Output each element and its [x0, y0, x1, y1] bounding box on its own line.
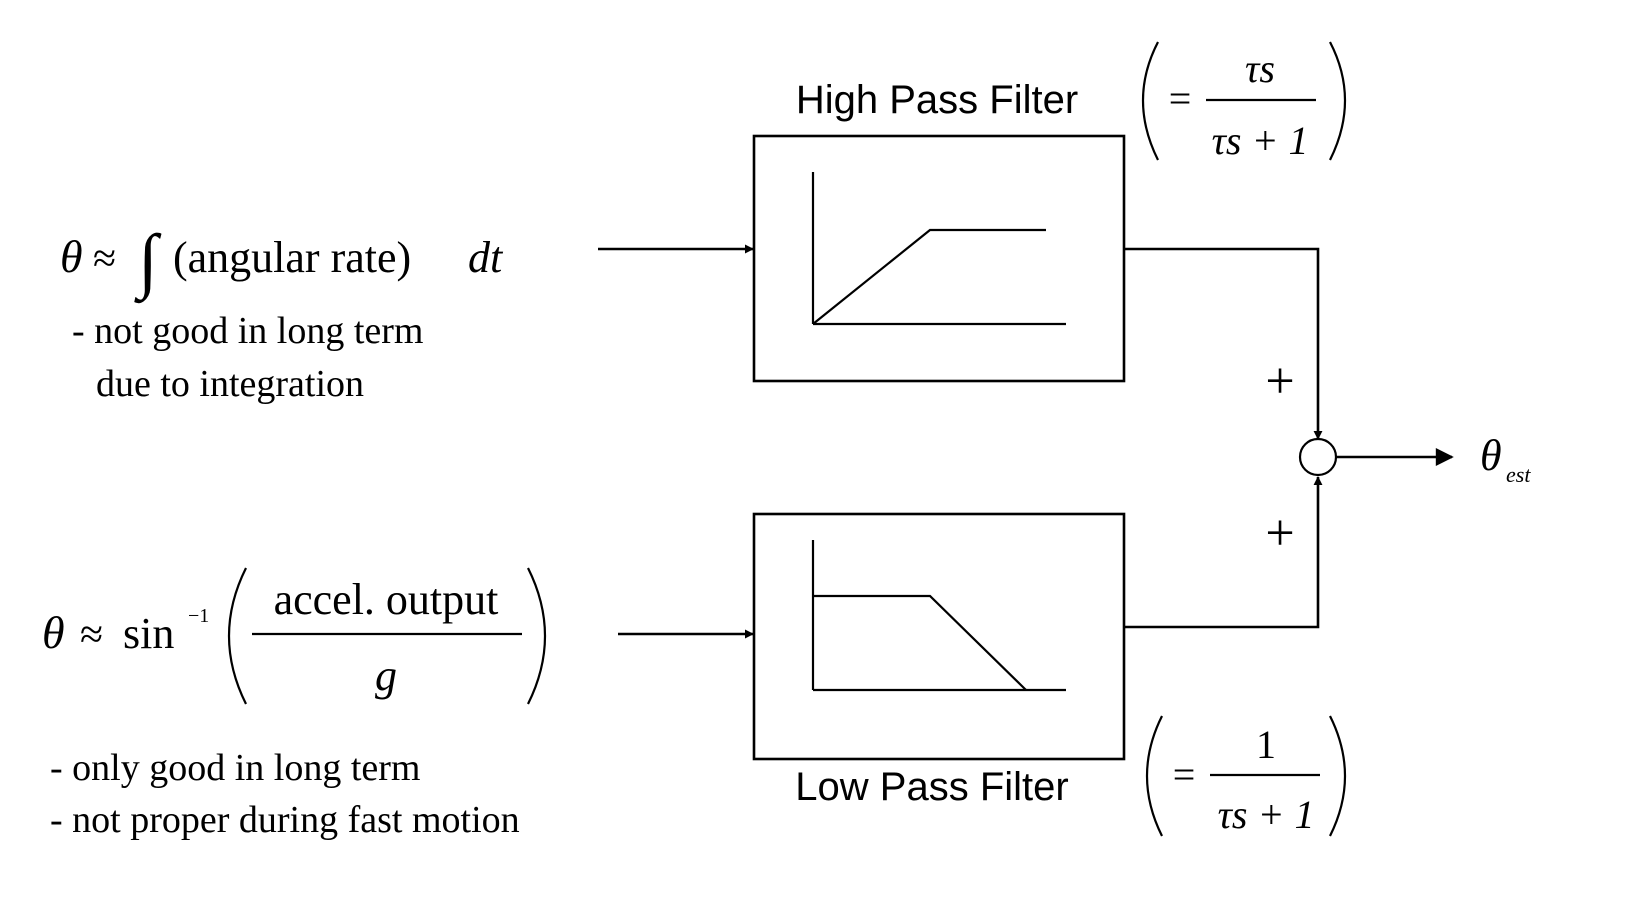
top-plus-sign: + — [1265, 353, 1294, 410]
gyro-approx-sign: ≈ — [93, 236, 116, 282]
gyro-theta-symbol: θ — [60, 231, 83, 282]
accel-left-paren — [228, 567, 247, 705]
lpf-output-connector — [1124, 476, 1323, 629]
lpf-left-paren — [1145, 715, 1163, 837]
accel-note-line-1: - only good in long term — [50, 747, 420, 789]
hpf-denominator: τs + 1 — [1212, 118, 1309, 163]
gyro-note-line-1: - not good in long term — [72, 310, 423, 352]
low-pass-response-plot — [811, 540, 1066, 692]
output-subscript: est — [1506, 462, 1531, 487]
accel-equation: θ ≈ sin −1 accel. output g — [42, 567, 546, 705]
gyro-notes: - not good in long term due to integrati… — [72, 310, 423, 405]
dt-term: dt — [468, 233, 504, 282]
accel-theta-symbol: θ — [42, 607, 65, 658]
lpf-equals-sign: = — [1173, 752, 1196, 797]
integral-sign: ∫ — [134, 220, 162, 304]
low-pass-formula: = 1 τs + 1 — [1145, 715, 1347, 837]
accel-note-line-2: - not proper during fast motion — [50, 799, 520, 841]
angular-rate-term: (angular rate) — [173, 233, 411, 282]
accel-denominator: g — [375, 651, 397, 700]
hpf-response-curve — [812, 228, 1046, 325]
hpf-equals-sign: = — [1169, 76, 1192, 121]
inverse-superscript: −1 — [188, 605, 209, 627]
bottom-plus-sign: + — [1265, 505, 1294, 562]
summing-junction — [1298, 437, 1338, 477]
accel-notes: - only good in long term - not proper du… — [50, 747, 520, 841]
high-pass-formula: = τs τs + 1 — [1141, 41, 1347, 163]
gyro-equation: θ ≈ ∫ (angular rate) dt — [60, 220, 504, 304]
output-theta-symbol: θ — [1480, 431, 1502, 480]
gyro-note-line-2: due to integration — [96, 363, 364, 405]
accel-approx-sign: ≈ — [80, 612, 103, 658]
hpf-output-connector — [1124, 247, 1323, 440]
sin-function: sin — [123, 609, 174, 658]
low-pass-filter-block — [752, 512, 1126, 761]
high-pass-response-plot — [811, 172, 1066, 326]
hpf-left-paren — [1141, 41, 1159, 161]
accel-numerator: accel. output — [274, 575, 499, 624]
lpf-denominator: τs + 1 — [1218, 792, 1315, 837]
lpf-right-paren — [1329, 715, 1347, 837]
accel-right-paren — [527, 567, 546, 705]
high-pass-filter-block — [752, 134, 1126, 383]
lpf-response-curve — [813, 594, 1027, 691]
high-pass-filter-label: High Pass Filter — [796, 78, 1078, 122]
low-pass-filter-label: Low Pass Filter — [795, 765, 1068, 809]
hpf-numerator: τs — [1245, 46, 1275, 91]
lpf-numerator: 1 — [1256, 722, 1276, 767]
hpf-right-paren — [1329, 41, 1347, 161]
